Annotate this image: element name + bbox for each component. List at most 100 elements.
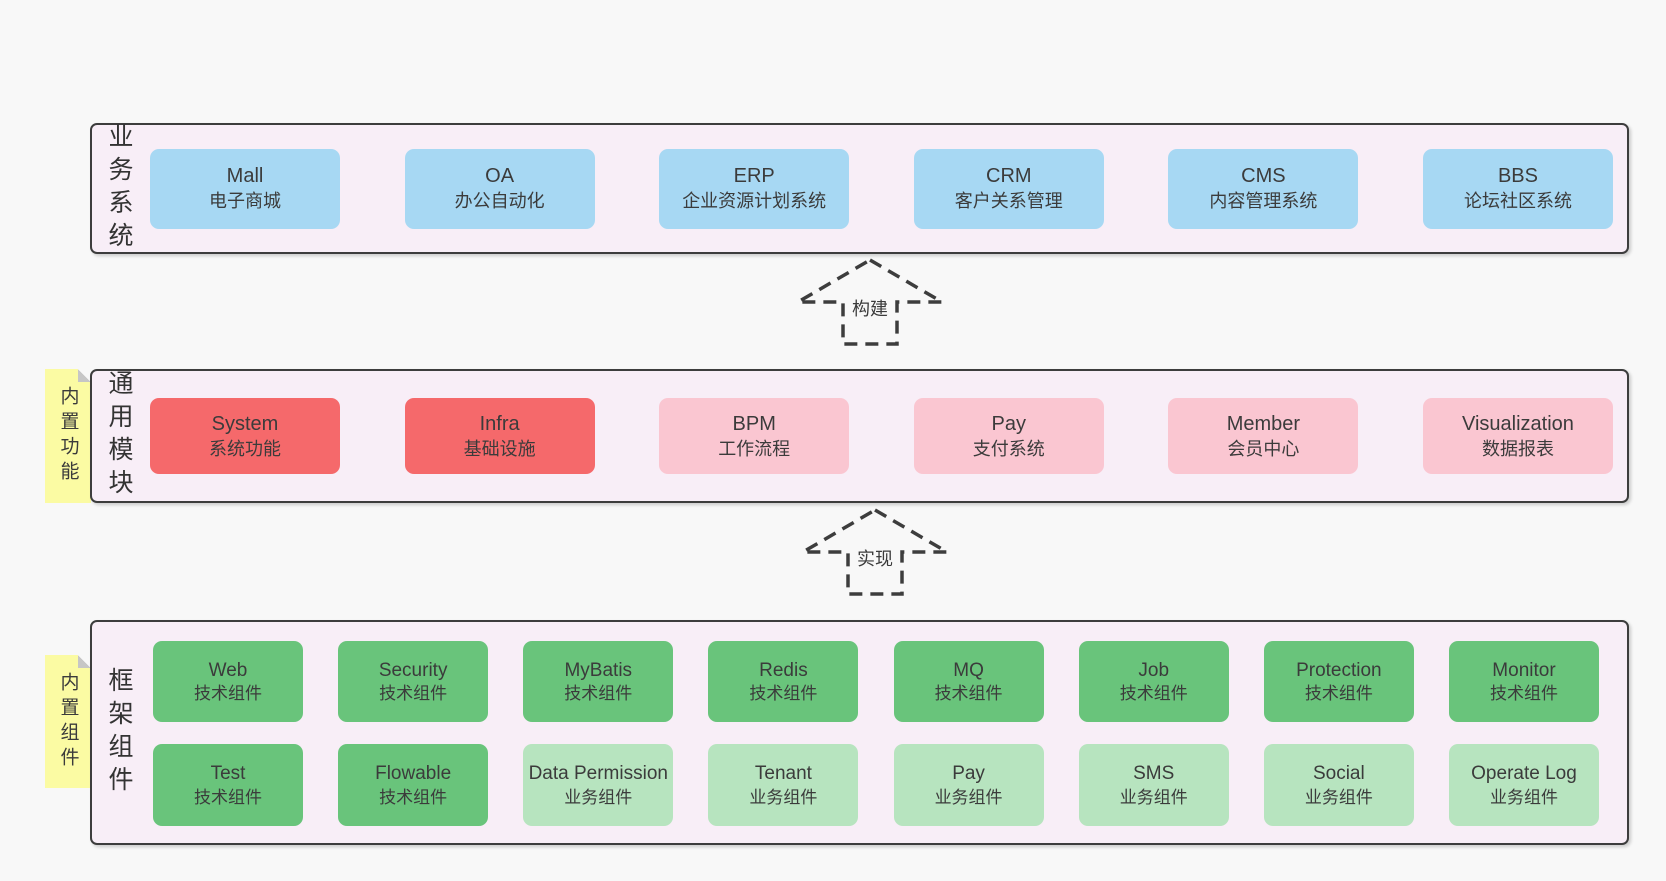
box-subtitle: 技术组件 — [194, 684, 262, 704]
box-subtitle: 技术组件 — [194, 787, 262, 807]
box-title: CRM — [986, 165, 1032, 188]
box-mybatis: MyBatis 技术组件 — [523, 641, 674, 722]
box-title: MyBatis — [564, 659, 633, 681]
box-subtitle: 工作流程 — [718, 438, 791, 459]
box-title: Mall — [226, 165, 264, 188]
box-social: Social 业务组件 — [1263, 744, 1414, 826]
box-cms: CMS 内容管理系统 — [1168, 148, 1359, 229]
box-subtitle: 技术组件 — [564, 684, 633, 704]
box-subtitle: 业务组件 — [1489, 787, 1558, 807]
box-title: OA — [485, 165, 515, 188]
arrow-implement: 实现 — [800, 508, 950, 596]
box-mall: Mall 电子商城 — [150, 148, 340, 229]
section-framework-components: 框架组件 Web 技术组件 Security 技术组件 MyBatis 技术组件… — [90, 620, 1629, 845]
box-subtitle: 技术组件 — [1489, 684, 1558, 704]
panel-label-framework-components: 框架组件 — [105, 666, 133, 799]
box-infra: Infra 基础设施 — [404, 398, 595, 474]
arrow-build-label: 构建 — [848, 294, 892, 322]
box-title: CMS — [1241, 165, 1286, 188]
box-title: Pay — [952, 763, 985, 784]
folded-corner-icon — [78, 369, 91, 382]
box-member: Member 会员中心 — [1168, 398, 1359, 474]
box-title: Web — [208, 659, 248, 681]
box-subtitle: 技术组件 — [1119, 684, 1188, 704]
box-web: Web 技术组件 — [153, 641, 303, 722]
box-protection: Protection 技术组件 — [1263, 641, 1414, 722]
up-arrow-icon — [800, 508, 950, 596]
up-arrow-icon — [795, 258, 945, 346]
box-subtitle: 企业资源计划系统 — [682, 191, 827, 212]
box-title: System — [211, 412, 279, 435]
box-subtitle: 论坛社区系统 — [1463, 191, 1572, 212]
box-subtitle: 业务组件 — [1304, 787, 1373, 807]
box-visualization: Visualization 数据报表 — [1422, 398, 1613, 474]
box-subtitle: 数据报表 — [1481, 438, 1554, 459]
panel-label-common-modules: 通用模块 — [105, 370, 133, 502]
section-common-modules: 通用模块 System 系统功能 Infra 基础设施 BPM 工作流程 Pay… — [90, 369, 1629, 503]
box-oa: OA 办公自动化 — [404, 148, 595, 229]
box-operate-log: Operate Log 业务组件 — [1448, 744, 1599, 826]
box-title: Security — [378, 659, 448, 681]
sticky-tab-built-in-components: 内置组件 — [45, 655, 91, 788]
box-redis: Redis 技术组件 — [708, 641, 859, 722]
box-subtitle: 内容管理系统 — [1209, 191, 1318, 212]
box-security: Security 技术组件 — [338, 641, 489, 722]
components-row-1: Web 技术组件 Security 技术组件 MyBatis 技术组件 Redi… — [153, 641, 1599, 722]
box-title: Social — [1312, 763, 1365, 784]
box-subtitle: 业务组件 — [1119, 787, 1188, 807]
box-title: Data Permission — [528, 763, 668, 784]
business-box-row: Mall 电子商城 OA 办公自动化 ERP 企业资源计划系统 CRM 客户关系… — [150, 125, 1613, 252]
box-data-permission: Data Permission 业务组件 — [523, 744, 674, 826]
box-title: Redis — [759, 659, 808, 681]
modules-box-row: System 系统功能 Infra 基础设施 BPM 工作流程 Pay 支付系统… — [150, 371, 1613, 501]
box-flowable: Flowable 技术组件 — [338, 744, 489, 826]
box-subtitle: 业务组件 — [564, 787, 633, 807]
box-subtitle: 客户关系管理 — [954, 191, 1063, 212]
box-title: SMS — [1133, 763, 1175, 784]
box-title: BBS — [1497, 165, 1538, 188]
sticky-tab-built-in-features: 内置功能 — [45, 369, 91, 503]
box-subtitle: 技术组件 — [934, 684, 1003, 704]
sticky-tab-label: 内置功能 — [57, 386, 79, 486]
box-mq: MQ 技术组件 — [893, 641, 1044, 722]
box-system: System 系统功能 — [150, 398, 340, 474]
box-subtitle: 基础设施 — [463, 438, 536, 459]
box-job: Job 技术组件 — [1078, 641, 1229, 722]
components-row-2: Test 技术组件 Flowable 技术组件 Data Permission … — [153, 744, 1599, 826]
box-pay-component: Pay 业务组件 — [893, 744, 1044, 826]
box-title: Member — [1226, 412, 1301, 435]
box-title: Visualization — [1462, 412, 1574, 435]
arrow-build: 构建 — [795, 258, 945, 346]
box-title: Test — [210, 763, 246, 784]
box-title: Flowable — [375, 763, 452, 784]
box-title: Pay — [991, 412, 1027, 435]
box-title: BPM — [732, 412, 776, 435]
arrow-implement-label: 实现 — [853, 544, 897, 572]
box-title: Operate Log — [1471, 763, 1577, 784]
folded-corner-icon — [78, 655, 91, 668]
sticky-tab-label: 内置组件 — [57, 671, 79, 772]
box-test: Test 技术组件 — [153, 744, 303, 826]
box-tenant: Tenant 业务组件 — [708, 744, 859, 826]
box-subtitle: 技术组件 — [379, 684, 448, 704]
box-pay: Pay 支付系统 — [913, 398, 1104, 474]
box-monitor: Monitor 技术组件 — [1448, 641, 1599, 722]
box-title: ERP — [733, 165, 775, 188]
box-bbs: BBS 论坛社区系统 — [1422, 148, 1613, 229]
box-subtitle: 系统功能 — [209, 438, 281, 459]
box-subtitle: 电子商城 — [209, 191, 281, 212]
box-subtitle: 办公自动化 — [454, 191, 545, 212]
box-sms: SMS 业务组件 — [1078, 744, 1229, 826]
box-subtitle: 会员中心 — [1227, 438, 1300, 459]
box-crm: CRM 客户关系管理 — [913, 148, 1104, 229]
panel-label-business-systems: 业务系统 — [105, 122, 133, 255]
box-subtitle: 支付系统 — [972, 438, 1045, 459]
box-title: Protection — [1296, 659, 1382, 681]
box-title: MQ — [953, 659, 984, 681]
box-subtitle: 技术组件 — [749, 684, 818, 704]
section-business-systems: 业务系统 Mall 电子商城 OA 办公自动化 ERP 企业资源计划系统 CRM… — [90, 122, 1629, 255]
box-subtitle: 技术组件 — [1304, 684, 1373, 704]
box-subtitle: 技术组件 — [379, 787, 448, 807]
box-erp: ERP 企业资源计划系统 — [659, 148, 850, 229]
